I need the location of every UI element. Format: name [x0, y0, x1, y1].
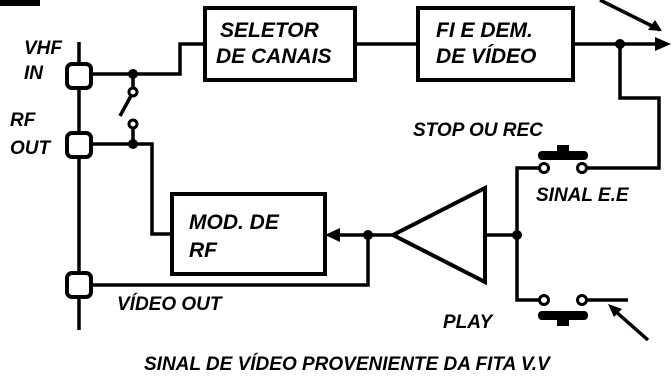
video-out-wire: [91, 235, 370, 287]
tape-video-caption: SINAL DE VÍDEO PROVENIENTE DA FITA V.V: [144, 353, 551, 375]
rf-out-connector: [65, 131, 93, 159]
rf-modulator-block: [170, 192, 327, 276]
top-pointer-arrowhead: [648, 20, 662, 31]
rf-out-to-modulator-wire: [91, 142, 172, 236]
play-switch-button: [557, 318, 569, 326]
switch-blade: [118, 93, 134, 117]
if-demodulator-label-2: DE VÍDEO: [436, 45, 536, 68]
vhf-in-label-2: IN: [24, 63, 44, 84]
stop-rec-switch-bar: [538, 151, 588, 160]
video-out-label: VÍDEO OUT: [117, 293, 223, 315]
play-contact-right: [576, 294, 588, 306]
channel-selector-label-2: DE CANAIS: [216, 45, 332, 68]
rf-out-label-1: RF: [10, 110, 37, 131]
rf-out-label-2: OUT: [10, 138, 52, 159]
rf-modulator-label-1: MOD. DE: [189, 211, 280, 234]
stop-rec-switch-button: [557, 145, 569, 153]
channel-selector-label-1: SELETOR: [220, 19, 320, 42]
amplifier-triangle: [388, 184, 487, 286]
stop-rec-contact-right: [576, 162, 588, 174]
ee-signal-wire: [585, 44, 661, 170]
stop-rec-contact-left: [538, 162, 550, 174]
stop-rec-label: STOP OU REC: [413, 120, 543, 141]
if-demodulator-label-1: FI E DEM.: [436, 19, 533, 42]
play-switch-bar: [538, 311, 588, 320]
rf-modulator-label-2: RF: [189, 239, 218, 262]
vhf-in-connector: [65, 62, 93, 90]
vhf-in-label-1: VHF: [24, 38, 63, 59]
top-pointer-line: [599, 0, 661, 32]
tape-pointer-arrowhead: [608, 304, 622, 317]
ee-signal-label: SINAL E.E: [536, 185, 630, 206]
play-contact-left: [538, 294, 550, 306]
switch-lower-contact: [127, 118, 139, 130]
vhf-to-selector-wire: [91, 42, 205, 76]
modulator-input-arrowhead: [325, 228, 340, 242]
video-out-connector: [65, 271, 93, 299]
play-label: PLAY: [443, 312, 495, 333]
cropped-label-artifact: [0, 0, 40, 6]
tape-pointer-line: [612, 308, 650, 342]
rf-out-junction-dot: [128, 139, 138, 149]
video-output-arrowhead: [655, 37, 671, 51]
